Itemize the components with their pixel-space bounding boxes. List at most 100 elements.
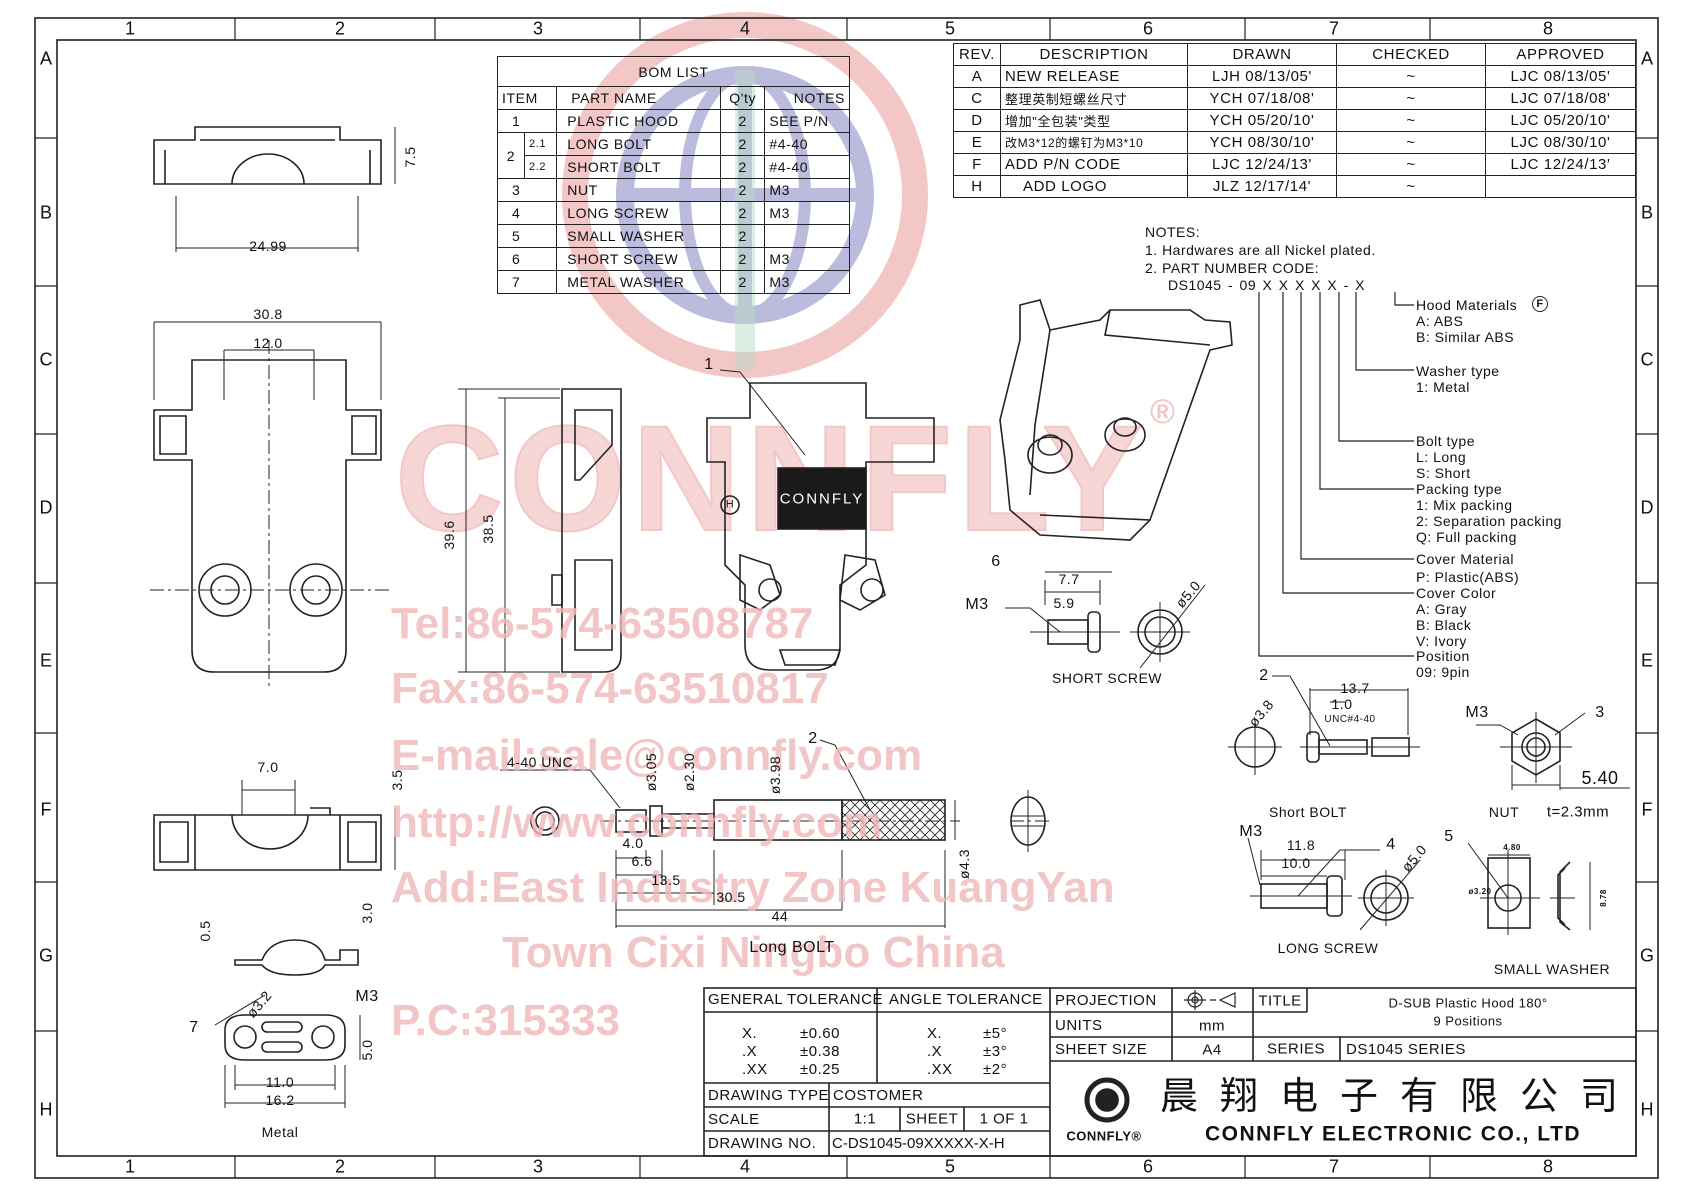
bom-part: LONG BOLT [556, 132, 721, 156]
dim-sw-3-20: ø3.20 [1468, 887, 1492, 896]
rev-code: D [953, 109, 1001, 132]
scale-value: 1:1 [853, 1110, 877, 1128]
rev-approved: LJC 08/13/05' [1485, 65, 1636, 88]
rev-checked-signature: ~ [1336, 109, 1486, 132]
rev-approved: LJC 08/30/10' [1485, 131, 1636, 154]
watermark-registered: ® [1150, 393, 1176, 431]
dim-top-height: 7.5 [402, 146, 418, 168]
note-2: 2. PART NUMBER CODE: [1145, 260, 1320, 276]
bom-notes: M3 [764, 247, 850, 271]
ang-tol-key: X. [927, 1025, 943, 1042]
rev-drawn: LJC 12/24/13' [1187, 153, 1337, 176]
bom-part: PLASTIC HOOD [556, 109, 721, 133]
bom-notes: M3 [764, 270, 850, 294]
bom-qty: 2 [719, 201, 766, 225]
legend-position-title: Position [1416, 648, 1470, 664]
rev-drawn: JLZ 12/17/14' [1187, 175, 1337, 198]
dim-lb-3-05: ø3.05 [643, 752, 659, 792]
company-name-cn: 晨翔电子有限公司 [1159, 1074, 1641, 1118]
dim-lb-4-3: ø4.3 [956, 848, 972, 880]
watermark-tel: Tel:86-574-63508787 [391, 599, 814, 648]
bom-qty: 2 [719, 109, 766, 133]
callout-7: 7 [189, 1019, 199, 1036]
units-value: mm [1199, 1017, 1225, 1035]
legend-washer-a: 1: Metal [1416, 379, 1470, 395]
bom-subitem: 2.1 [523, 132, 558, 156]
part-code-leaders [1258, 292, 1414, 657]
zone-column-label: 4 [739, 1156, 751, 1177]
bom-header-item: ITEM [496, 86, 558, 110]
dim-washer-11: 11.0 [265, 1074, 295, 1090]
zone-column-label: 4 [739, 18, 751, 39]
long-bolt-drawing [500, 739, 1050, 928]
hood-side-view [458, 388, 622, 673]
bom-qty: 2 [719, 270, 766, 294]
label-long-screw: LONG SCREW [1277, 940, 1379, 956]
gen-tol-value: ±0.60 [800, 1025, 840, 1042]
series-label: SERIES [1266, 1040, 1326, 1058]
drawing-no-value: C-DS1045-09XXXXX-X-H [832, 1135, 1005, 1152]
zone-row-label: A [39, 48, 53, 69]
drawing-title-line1: D-SUB Plastic Hood 180° [1388, 995, 1548, 1011]
dim-lb-30-5: 30.5 [716, 889, 746, 905]
dim-sw-8-78: 8.78 [1599, 889, 1608, 907]
svg-text:CONNFLY: CONNFLY [395, 394, 1148, 562]
bom-part: LONG SCREW [556, 201, 721, 225]
bom-item: 2 [497, 132, 525, 179]
zone-column-label: 7 [1328, 1156, 1340, 1177]
zone-column-label: 3 [532, 1156, 544, 1177]
zone-column-label: 1 [124, 1156, 136, 1177]
legend-packing-a: 1: Mix packing [1416, 497, 1513, 513]
drawing-type-label: DRAWING TYPE [708, 1087, 830, 1104]
dim-lb-44: 44 [771, 908, 789, 924]
rev-approved: LJC 12/24/13' [1485, 153, 1636, 176]
dim-lb-2-30: ø2.30 [681, 752, 697, 792]
rev-checked-signature: ~ [1336, 175, 1486, 198]
dim-front-width: 30.8 [253, 306, 283, 322]
legend-position-a: 09: 9pin [1416, 664, 1470, 680]
label-nut: NUT [1488, 804, 1520, 820]
rev-header-drawn: DRAWN [1187, 43, 1337, 66]
legend-packing-b: 2: Separation packing [1416, 513, 1562, 529]
rev-checked-signature: ~ [1336, 65, 1486, 88]
callout-5: 5 [1444, 828, 1454, 845]
legend-bolt-title: Bolt type [1416, 433, 1475, 449]
rev-approved: LJC 05/20/10' [1485, 109, 1636, 132]
rev-checked-signature: ~ [1336, 153, 1486, 176]
rev-header-desc: DESCRIPTION [1000, 43, 1188, 66]
rev-drawn: YCH 07/18/08' [1187, 87, 1337, 110]
notes-heading: NOTES: [1145, 224, 1201, 240]
dim-ls-11-8: 11.8 [1286, 837, 1316, 853]
zone-column-label: 3 [532, 18, 544, 39]
bom-qty: 2 [719, 224, 766, 248]
gen-tol-value: ±0.38 [800, 1043, 840, 1060]
company-logo-text: CONNFLY® [1066, 1128, 1142, 1144]
revision-f-mark: F [1532, 296, 1548, 312]
dim-ls-10-0: 10.0 [1281, 855, 1311, 871]
dim-washer-m3: M3 [355, 988, 379, 1005]
rev-code: E [953, 131, 1001, 154]
gen-tol-value: ±0.25 [800, 1061, 840, 1078]
legend-cover-color-a: A: Gray [1416, 601, 1467, 617]
short-screw-drawing [1005, 571, 1206, 669]
zone-column-label: 2 [334, 18, 346, 39]
dim-washer-height: 3.0 [359, 902, 375, 924]
label-short-bolt: Short BOLT [1269, 804, 1347, 820]
bom-notes [764, 224, 850, 248]
dim-top-width: 24.99 [249, 238, 287, 254]
rev-description: ADD P/N CODE [1000, 153, 1188, 176]
long-screw-drawing [1247, 837, 1421, 931]
rev-drawn: YCH 05/20/10' [1187, 109, 1337, 132]
rev-code: F [953, 153, 1001, 176]
watermark-web: http://www.connfly.com [391, 798, 883, 847]
dim-lb-3-98: ø3.98 [767, 755, 783, 795]
callout-4: 4 [1386, 836, 1396, 853]
